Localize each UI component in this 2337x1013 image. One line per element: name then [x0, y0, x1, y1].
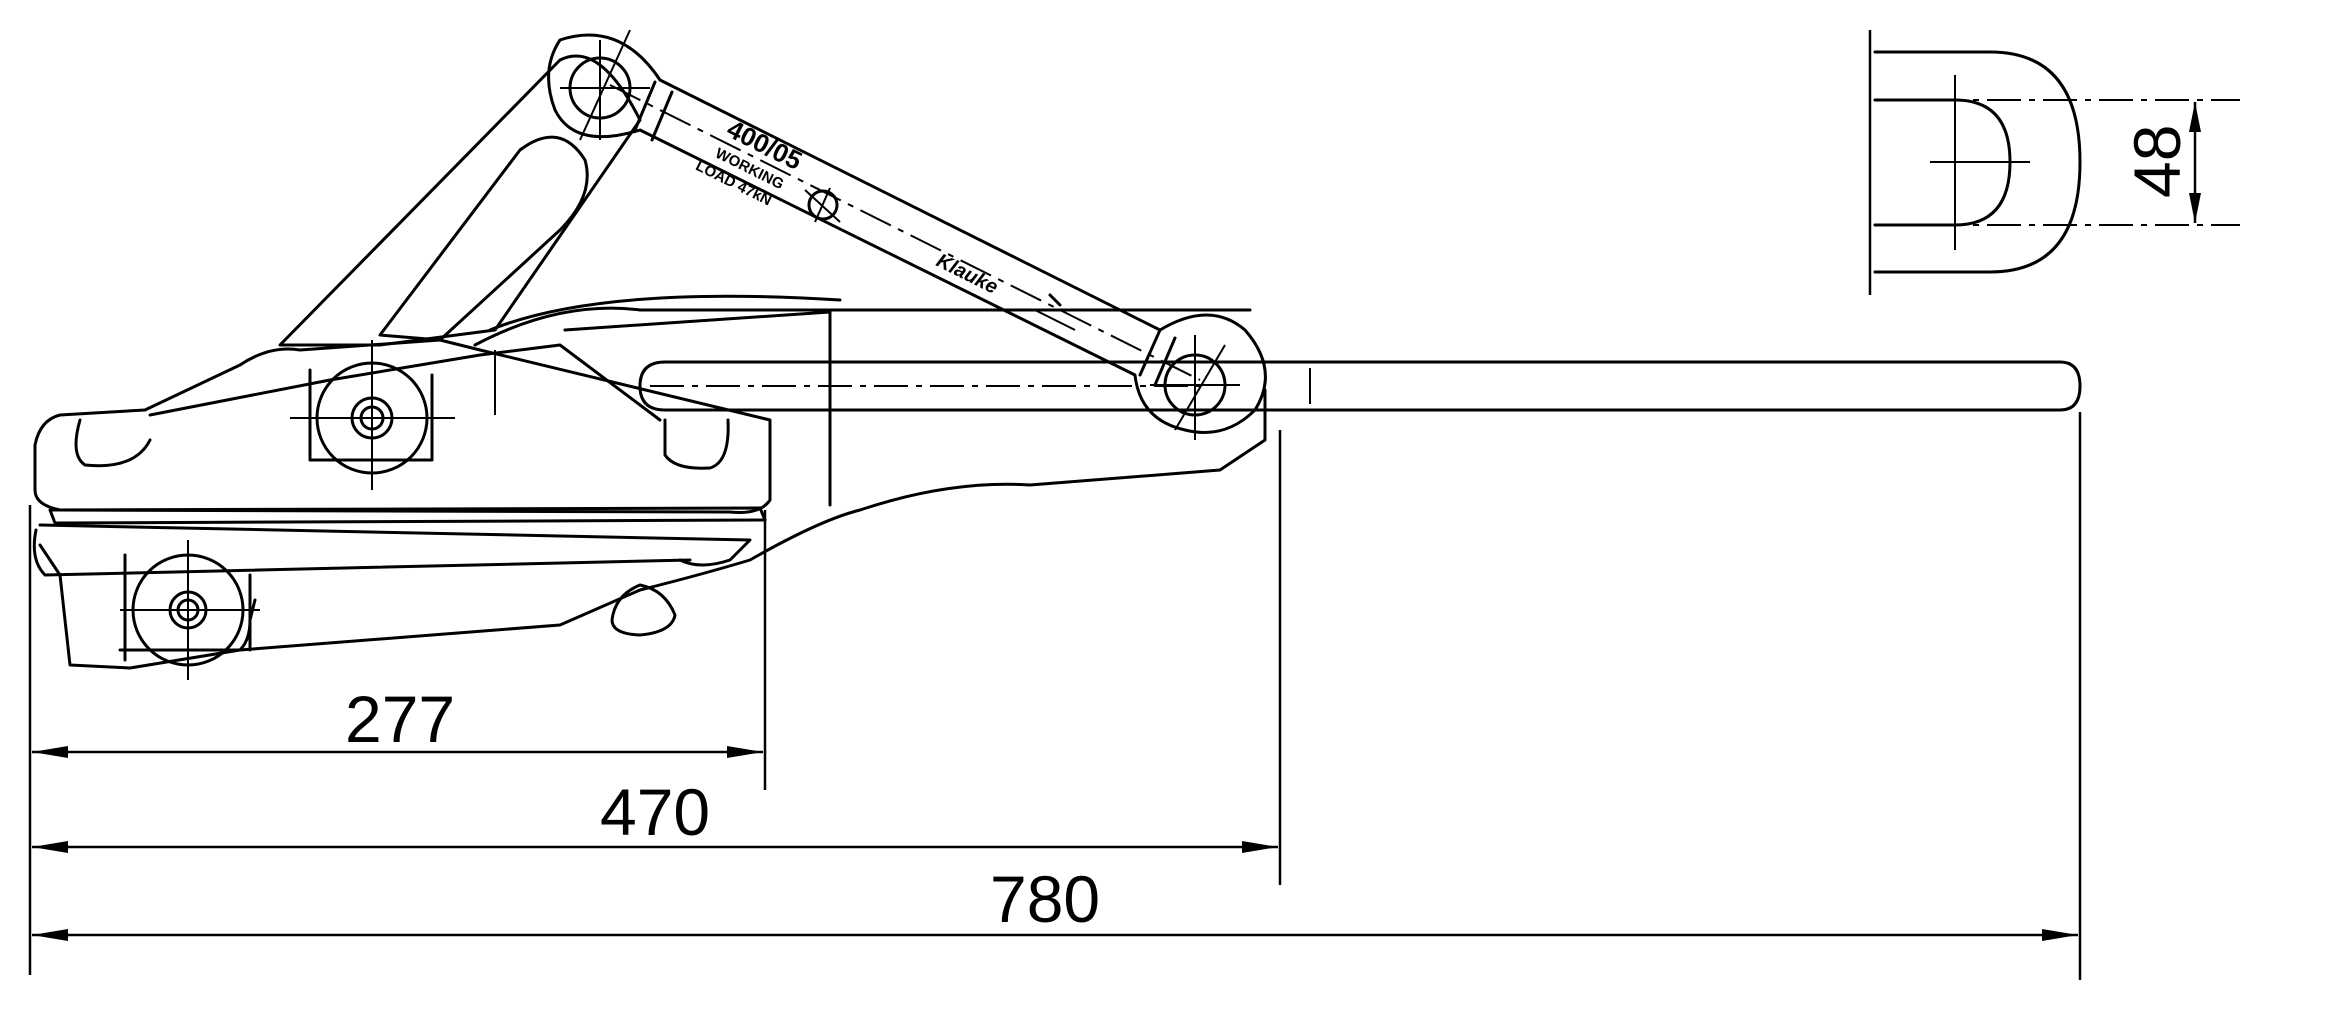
dimension-277: 277 [345, 682, 455, 756]
lower-jaw-body [38, 388, 1267, 670]
link-bar [547, 29, 1267, 440]
bracket-slot [378, 135, 589, 342]
clamp-front-view: 400/05 WORKING LOAD 47kN Klauke [32, 29, 2082, 680]
dimension-780: 780 [990, 862, 1100, 936]
dimension-lines: 277 470 780 [28, 412, 2082, 980]
lower-jaw-nub [610, 583, 677, 637]
upper-bracket [278, 54, 642, 347]
dimension-470: 470 [600, 775, 710, 849]
dimension-48: 48 [2120, 125, 2194, 198]
u-shape-side-view: 48 [1868, 30, 2240, 295]
lever-rod [638, 360, 2082, 412]
upper-jaw-body [33, 338, 772, 514]
